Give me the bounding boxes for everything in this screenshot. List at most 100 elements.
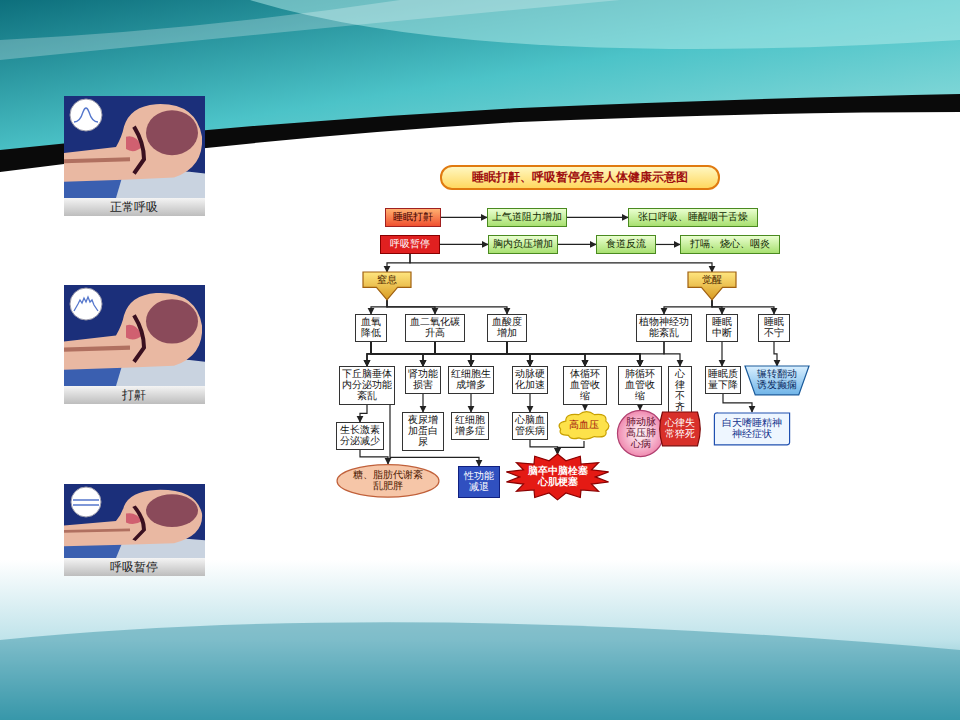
flow-arrow bbox=[723, 394, 752, 412]
node-label: 夜尿增加蛋白尿 bbox=[405, 415, 441, 448]
node-label: 心脑血管疾病 bbox=[515, 415, 545, 437]
flow-arrow bbox=[507, 342, 640, 366]
arrow-fill bbox=[363, 272, 411, 300]
process-box: 夜尿增加蛋白尿 bbox=[402, 412, 444, 451]
cloud-shape: 高血压 bbox=[558, 410, 610, 441]
arrow-fill bbox=[688, 272, 736, 300]
star-shape: 脑卒中脑栓塞心肌梗塞 bbox=[505, 454, 610, 500]
process-box: 生长激素分泌减少 bbox=[336, 422, 384, 450]
process-box: 性功能减退 bbox=[458, 466, 500, 498]
node-label: 下丘脑垂体内分泌功能紊乱 bbox=[342, 369, 392, 402]
flow-arrow bbox=[423, 342, 507, 366]
picture-caption: 正常呼吸 bbox=[110, 199, 158, 216]
flow-arrow bbox=[664, 300, 712, 314]
arrow-shape: 觉醒 bbox=[688, 272, 736, 300]
oval-fill bbox=[337, 465, 439, 497]
flow-arrow bbox=[471, 342, 507, 366]
process-box: 食道反流 bbox=[596, 235, 656, 254]
node-label: 动脉硬化加速 bbox=[515, 369, 545, 391]
flow-arrow bbox=[567, 217, 628, 218]
node-label: 睡眠打鼾 bbox=[393, 212, 433, 223]
circle-shape: 肺动脉高压肺心病 bbox=[617, 410, 664, 457]
flow-arrow bbox=[367, 342, 507, 366]
node-label: 性功能减退 bbox=[462, 471, 496, 493]
cloud-fill bbox=[559, 412, 609, 439]
picture-caption: 呼吸暂停 bbox=[110, 559, 158, 576]
flow-arrow bbox=[410, 254, 712, 272]
process-box: 体循环血管收缩 bbox=[563, 366, 607, 405]
flow-arrow bbox=[422, 394, 423, 412]
process-box: 红细胞生成增多 bbox=[448, 366, 494, 394]
node-label: 上气道阻力增加 bbox=[492, 212, 562, 223]
node-label: 睡眠中断 bbox=[709, 317, 735, 339]
scroll-fill bbox=[714, 413, 789, 445]
node-label: 打嗝、烧心、咽炎 bbox=[690, 239, 770, 250]
node-label: 红细胞生成增多 bbox=[451, 369, 491, 391]
node-label: 红细胞增多症 bbox=[454, 415, 486, 437]
node-label: 胸内负压增加 bbox=[493, 239, 553, 250]
process-box: 张口呼吸、睡醒咽干舌燥 bbox=[628, 208, 758, 227]
node-label: 觉醒 bbox=[702, 275, 722, 286]
flow-arrow bbox=[360, 450, 388, 464]
flow-arrow bbox=[360, 405, 367, 422]
flow-arrow bbox=[530, 440, 558, 454]
node-label: 肺循环血管收缩 bbox=[621, 369, 659, 402]
flow-arrow bbox=[712, 300, 774, 314]
node-label: 心律不齐 bbox=[671, 369, 689, 413]
process-box: 上气道阻力增加 bbox=[487, 208, 567, 227]
node-label: 白天嗜睡精神神经症状 bbox=[721, 418, 783, 440]
snoring-picture bbox=[64, 285, 205, 404]
node-label: 呼吸暂停 bbox=[390, 239, 430, 250]
node-label: 窒息 bbox=[377, 275, 397, 286]
flow-arrow bbox=[558, 441, 585, 454]
airway-picture bbox=[64, 96, 205, 216]
star-fill bbox=[506, 454, 608, 500]
flow-arrow bbox=[664, 342, 680, 366]
node-label: 睡眠质量下降 bbox=[708, 369, 738, 391]
node-label: 植物神经功能紊乱 bbox=[639, 317, 689, 339]
flow-arrow bbox=[774, 342, 777, 366]
node-label: 体循环血管收缩 bbox=[566, 369, 604, 402]
process-box: 下丘脑垂体内分泌功能紊乱 bbox=[339, 366, 395, 405]
process-box: 胸内负压增加 bbox=[488, 235, 558, 254]
node-label: 肾功能损害 bbox=[408, 369, 438, 391]
trap-shape: 辗转翻动诱发癫痫 bbox=[745, 366, 809, 395]
node-label: 睡眠不宁 bbox=[761, 317, 787, 339]
node-label: 血酸度增加 bbox=[490, 317, 524, 339]
process-box: 睡眠打鼾 bbox=[385, 208, 441, 227]
node-label: 食道反流 bbox=[606, 239, 646, 250]
process-box: 血酸度增加 bbox=[487, 314, 527, 342]
node-label: 血二氧化碳升高 bbox=[408, 317, 462, 339]
process-box: 睡眠中断 bbox=[706, 314, 738, 342]
process-box: 血氧降低 bbox=[355, 314, 387, 342]
process-box: 肺循环血管收缩 bbox=[618, 366, 662, 405]
flow-arrow bbox=[441, 217, 487, 218]
process-box: 动脉硬化加速 bbox=[512, 366, 548, 394]
oval-shape: 糖、脂肪代谢紊乱肥胖 bbox=[336, 464, 440, 498]
process-box: 心脑血管疾病 bbox=[512, 412, 548, 440]
node-label: 高血压 bbox=[569, 420, 599, 431]
apnea-picture bbox=[64, 484, 205, 576]
flow-arrow bbox=[584, 405, 585, 410]
flow-arrow bbox=[640, 342, 664, 366]
trap-fill bbox=[745, 366, 809, 395]
node-label: 脑卒中脑栓塞心肌梗塞 bbox=[527, 466, 588, 488]
title-text: 睡眠打鼾、呼吸暂停危害人体健康示意图 bbox=[472, 169, 688, 186]
flow-arrow bbox=[529, 394, 530, 412]
node-label: 生长激素分泌减少 bbox=[339, 425, 381, 447]
flow-arrow bbox=[387, 254, 410, 272]
process-box: 红细胞增多症 bbox=[451, 412, 489, 440]
process-box: 植物神经功能紊乱 bbox=[636, 314, 692, 342]
title-banner: 睡眠打鼾、呼吸暂停危害人体健康示意图 bbox=[440, 165, 720, 190]
arrow-shape: 窒息 bbox=[363, 272, 411, 300]
process-box: 睡眠质量下降 bbox=[705, 366, 741, 394]
flow-arrow bbox=[440, 244, 488, 245]
redshape-fill bbox=[660, 412, 700, 446]
process-box: 呼吸暂停 bbox=[380, 235, 440, 254]
scroll-shape: 白天嗜睡精神神经症状 bbox=[712, 412, 792, 446]
flow-arrow bbox=[656, 244, 680, 245]
flow-arrow bbox=[371, 300, 387, 314]
node-label: 张口呼吸、睡醒咽干舌燥 bbox=[638, 212, 748, 223]
